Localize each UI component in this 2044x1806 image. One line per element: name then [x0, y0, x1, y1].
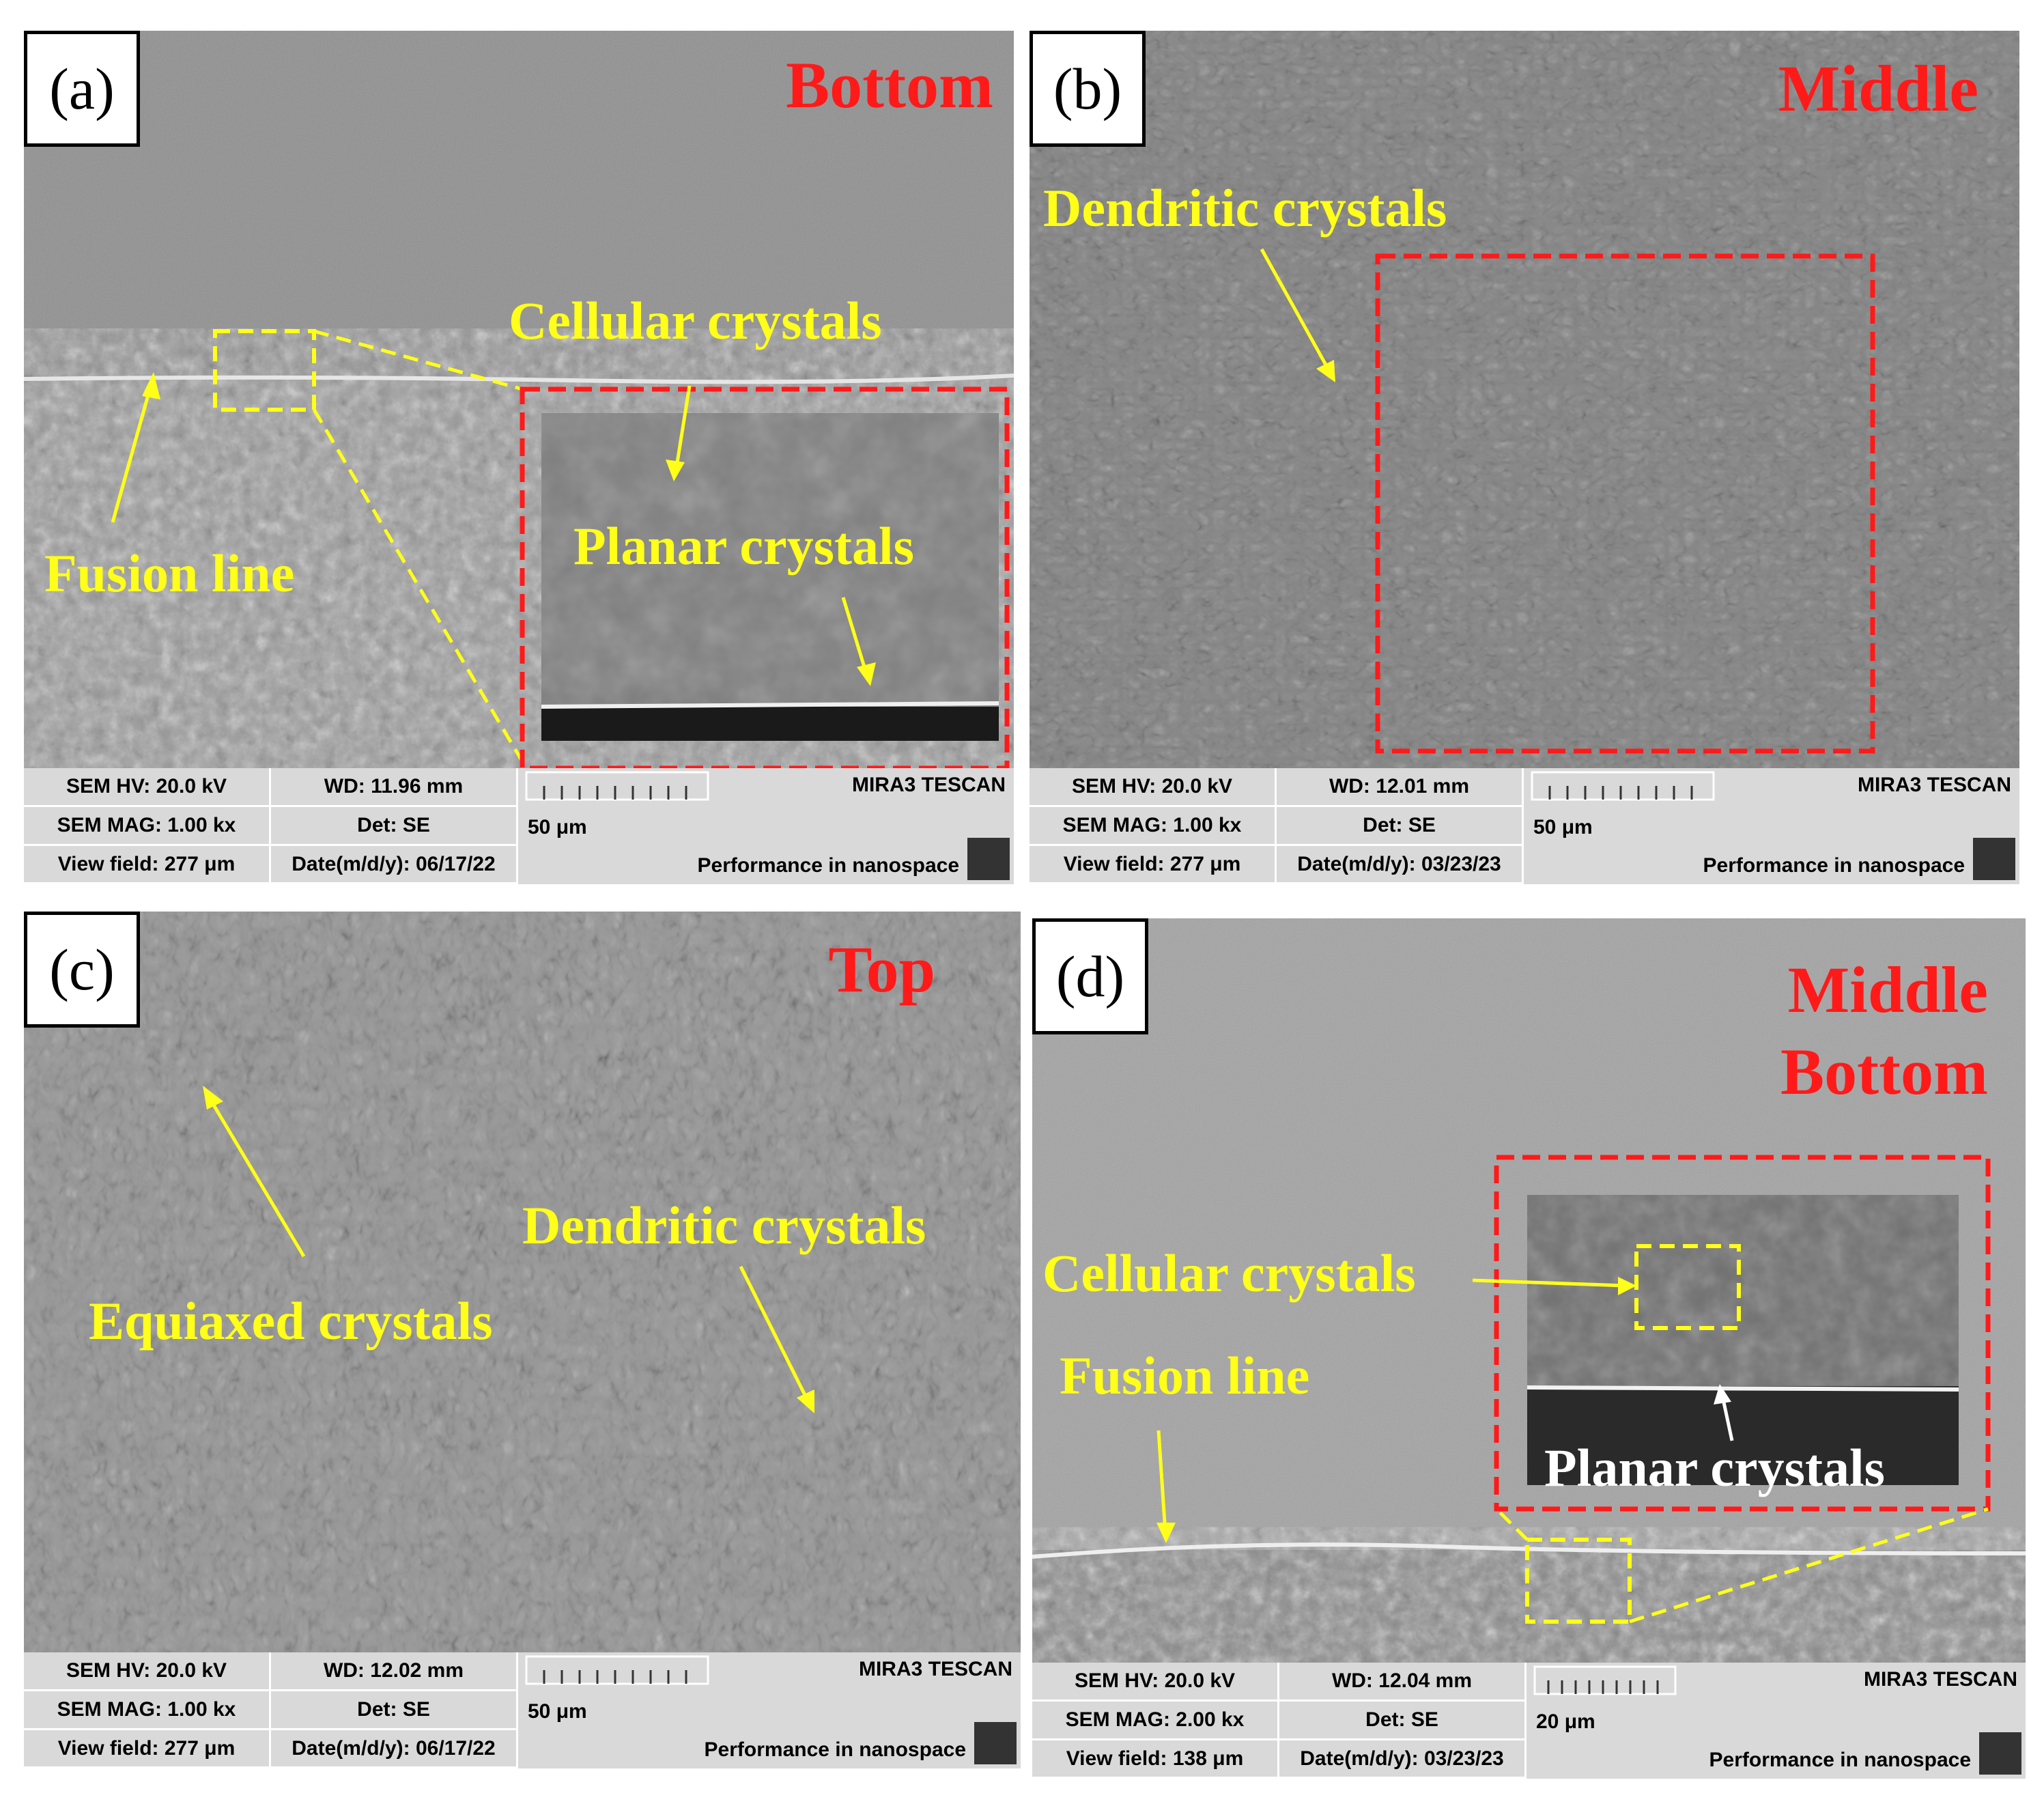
region-label-b: Middle — [1778, 52, 1978, 125]
scale-bar-d — [1533, 1665, 1677, 1695]
sem-wd-c: WD: 12.02 mm — [271, 1652, 518, 1691]
sem-date-d: Date(m/d/y): 03/23/23 — [1279, 1740, 1527, 1779]
scale-text-d: 20 μm — [1536, 1710, 1595, 1733]
panel-label-c: (c) — [24, 912, 140, 1028]
brand-c: MIRA3 TESCAN — [858, 1658, 1012, 1680]
panel-c: (c) Top Dendritic crystals Equiaxed crys… — [24, 912, 1021, 1768]
tescan-logo-icon — [1979, 1732, 2021, 1775]
sem-micrograph-b — [1030, 31, 2019, 884]
sem-micrograph-c — [24, 912, 1021, 1768]
perf-a: Performance in nanospace — [697, 854, 959, 877]
annotation-equiaxed-c: Equiaxed crystals — [89, 1291, 493, 1351]
perf-b: Performance in nanospace — [1703, 854, 1965, 877]
sem-det-d: Det: SE — [1279, 1702, 1527, 1740]
tescan-logo-icon — [967, 838, 1010, 880]
sem-mag-c: SEM MAG: 1.00 kx — [24, 1691, 271, 1730]
scale-text-c: 50 μm — [528, 1700, 587, 1723]
sem-info-bar-b: SEM HV: 20.0 kV WD: 12.01 mm SEM MAG: 1.… — [1030, 768, 2019, 884]
annotation-fusion-d: Fusion line — [1060, 1346, 1310, 1405]
scale-text-b: 50 μm — [1533, 816, 1593, 838]
scale-text-a: 50 μm — [528, 816, 587, 838]
sem-mag-a: SEM MAG: 1.00 kx — [24, 807, 271, 846]
sem-hv-b: SEM HV: 20.0 kV — [1030, 768, 1277, 807]
sem-view-a: View field: 277 μm — [24, 846, 271, 884]
sem-mag-d: SEM MAG: 2.00 kx — [1032, 1702, 1279, 1740]
region-line1-d: Middle — [1787, 953, 1988, 1026]
tescan-logo-icon — [974, 1722, 1017, 1764]
sem-wd-b: WD: 12.01 mm — [1277, 768, 1524, 807]
region-label-a: Bottom — [786, 48, 993, 122]
region-label-d: Middle Bottom — [1780, 949, 1988, 1113]
sem-hv-d: SEM HV: 20.0 kV — [1032, 1663, 1279, 1702]
sem-det-b: Det: SE — [1277, 807, 1524, 846]
annotation-planar-d: Planar crystals — [1544, 1438, 1886, 1497]
sem-hv-c: SEM HV: 20.0 kV — [24, 1652, 271, 1691]
panel-d: (d) Middle Bottom Cellular crystals Fusi… — [1032, 918, 2026, 1779]
sem-det-a: Det: SE — [271, 807, 518, 846]
scale-bar-a — [525, 771, 709, 801]
brand-d: MIRA3 TESCAN — [1863, 1668, 2017, 1691]
sem-wd-a: WD: 11.96 mm — [271, 768, 518, 807]
region-line2-d: Bottom — [1780, 1035, 1988, 1108]
panel-label-a: (a) — [24, 31, 140, 147]
sem-info-bar-d: SEM HV: 20.0 kV WD: 12.04 mm SEM MAG: 2.… — [1032, 1663, 2026, 1779]
inset-a — [541, 413, 999, 741]
perf-d: Performance in nanospace — [1709, 1749, 1971, 1771]
annotation-dendritic-b: Dendritic crystals — [1043, 178, 1447, 238]
annotation-planar-a: Planar crystals — [573, 516, 915, 576]
scale-bar-c — [525, 1655, 709, 1685]
sem-info-bar-c: SEM HV: 20.0 kV WD: 12.02 mm SEM MAG: 1.… — [24, 1652, 1021, 1768]
perf-c: Performance in nanospace — [704, 1738, 966, 1761]
annotation-cellular-a: Cellular crystals — [509, 291, 882, 350]
panel-label-b: (b) — [1030, 31, 1146, 147]
panel-a: (a) Bottom Cellular crystals Planar crys… — [24, 31, 1014, 884]
brand-b: MIRA3 TESCAN — [1857, 774, 2011, 796]
sem-date-a: Date(m/d/y): 06/17/22 — [271, 846, 518, 884]
annotation-fusion-a: Fusion line — [44, 544, 295, 603]
sem-info-bar-a: SEM HV: 20.0 kV WD: 11.96 mm SEM MAG: 1.… — [24, 768, 1014, 884]
brand-a: MIRA3 TESCAN — [851, 774, 1006, 796]
sem-view-c: View field: 277 μm — [24, 1730, 271, 1768]
sem-hv-a: SEM HV: 20.0 kV — [24, 768, 271, 807]
panel-b: (b) Middle Dendritic crystals SEM HV: 20… — [1030, 31, 2019, 884]
region-label-c: Top — [828, 933, 935, 1006]
sem-view-d: View field: 138 μm — [1032, 1740, 1279, 1779]
sem-view-b: View field: 277 μm — [1030, 846, 1277, 884]
sem-det-c: Det: SE — [271, 1691, 518, 1730]
sem-date-c: Date(m/d/y): 06/17/22 — [271, 1730, 518, 1768]
scale-bar-b — [1531, 771, 1715, 801]
annotation-cellular-d: Cellular crystals — [1042, 1243, 1416, 1303]
panel-label-d: (d) — [1032, 918, 1148, 1034]
sem-wd-d: WD: 12.04 mm — [1279, 1663, 1527, 1702]
sem-date-b: Date(m/d/y): 03/23/23 — [1277, 846, 1524, 884]
sem-mag-b: SEM MAG: 1.00 kx — [1030, 807, 1277, 846]
tescan-logo-icon — [1973, 838, 2015, 880]
annotation-dendritic-c: Dendritic crystals — [522, 1196, 926, 1255]
